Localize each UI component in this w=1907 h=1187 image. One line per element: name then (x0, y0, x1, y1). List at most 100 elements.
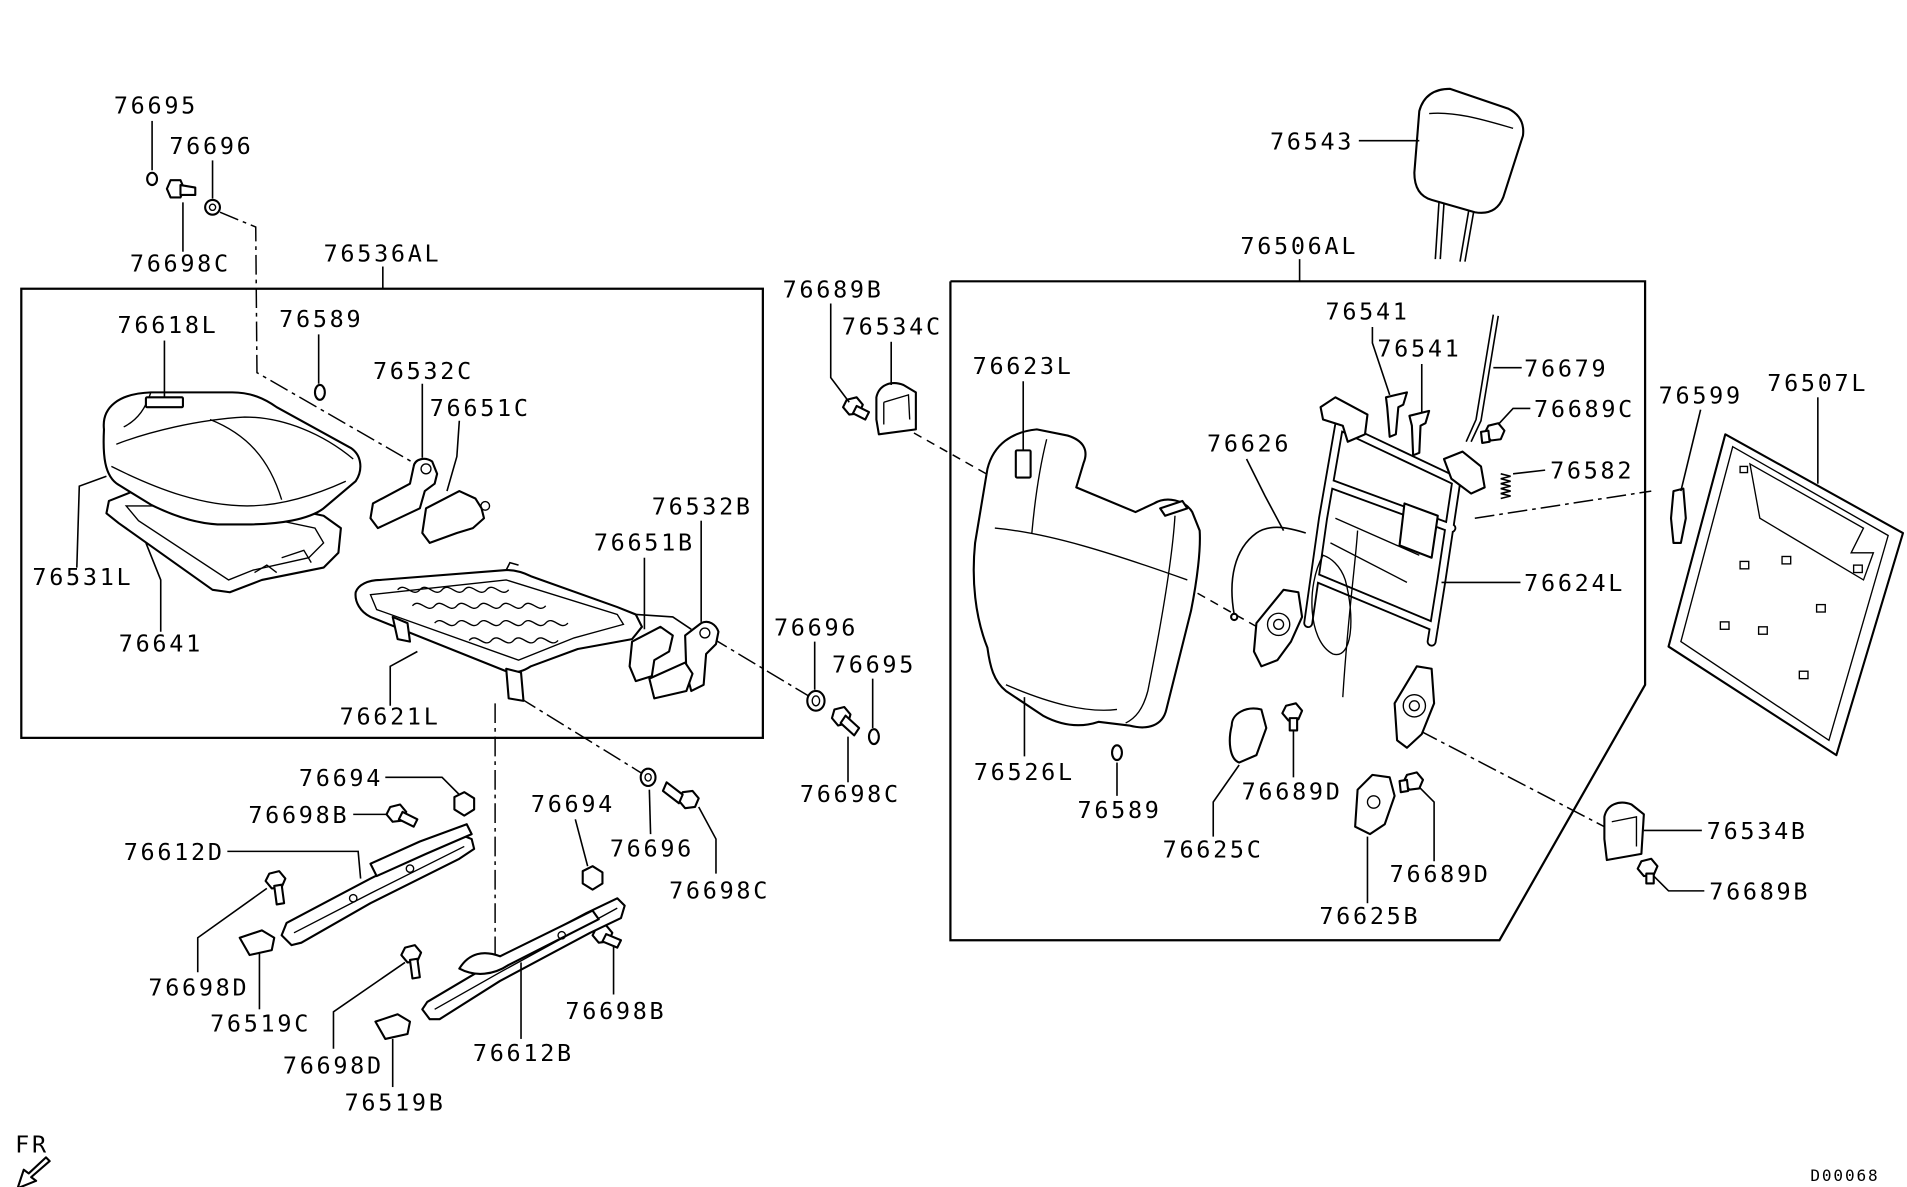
panel-clip (1781, 555, 1792, 565)
leader-line (1245, 458, 1285, 531)
rail-hole (557, 930, 567, 940)
centerline (709, 636, 809, 697)
bolt-76698C (830, 705, 861, 737)
leader-line (389, 650, 418, 706)
nut-hole (208, 203, 217, 212)
bolt-76698B (385, 803, 419, 828)
callout-label: 76624L (1524, 569, 1625, 597)
seatback-seam (1125, 515, 1176, 724)
bolt-shank (839, 714, 861, 737)
callout-label: 76695 (832, 650, 916, 678)
recliner-cover-76625B (1354, 773, 1396, 836)
callout-label: 76689D (1242, 778, 1343, 806)
cushion-seam (123, 392, 152, 428)
bolt-shank (661, 781, 684, 805)
leader-line (1418, 786, 1435, 862)
recliner-right (1393, 665, 1436, 749)
washer-76696 (639, 767, 657, 788)
callout-label: 76695 (114, 92, 198, 120)
bolt-76689C (1479, 422, 1506, 445)
bolt-shank (851, 404, 871, 421)
figure-code: D00068 (1810, 1166, 1879, 1185)
headrest-stay (1439, 203, 1445, 260)
headrest-stay (1459, 210, 1470, 262)
callout-label: 76698C (800, 780, 901, 808)
centerline (1474, 490, 1652, 519)
rod-76679 (1465, 314, 1495, 443)
callout-label: 76696 (610, 834, 694, 862)
cover-hole (1366, 795, 1381, 809)
nut-76696 (204, 198, 222, 216)
cushion-seam (111, 465, 347, 507)
callout-label: 76626 (1207, 430, 1291, 458)
leader-line (1371, 326, 1391, 396)
headrest-guide-76541 (1408, 409, 1431, 457)
washer-hole (644, 772, 652, 782)
panel-clip (1798, 670, 1809, 680)
leader-line (76, 475, 107, 568)
bolt-shank (1398, 778, 1410, 794)
centerline (518, 696, 645, 776)
leader-line (697, 806, 717, 874)
recliner-hub (1408, 700, 1420, 712)
callout-label: 76689C (1534, 395, 1635, 423)
callout-label: 76618L (118, 311, 219, 339)
headrest-stay (1434, 201, 1440, 260)
callout-label: 76532C (373, 357, 474, 385)
seat-spring (411, 602, 547, 609)
seat-spring (397, 586, 510, 593)
callout-label: 76651C (430, 394, 531, 422)
callout-label: 76698C (669, 876, 770, 904)
leader-line (574, 819, 589, 867)
plate-76519B (374, 1013, 412, 1040)
seat-frame-76621L (354, 569, 643, 674)
bolt-shank (408, 957, 421, 980)
leader-line (1653, 875, 1705, 892)
bolt-shank (1479, 429, 1491, 445)
panel-recess (1749, 462, 1875, 581)
headrest-guide-76541 (1384, 391, 1409, 438)
callout-label: 76519B (345, 1088, 446, 1116)
cushion-cover-tag-76618L (144, 396, 184, 409)
cover-hole (480, 500, 491, 511)
callout-label: 76532B (652, 493, 753, 521)
seat-back-assembly-box (949, 280, 1647, 942)
callout-label: 76534B (1707, 817, 1808, 845)
cover-76651C (421, 490, 486, 544)
callout-label: 76621L (340, 702, 441, 730)
seat-frame-leg (391, 615, 412, 643)
centerline (900, 425, 1262, 630)
rail-inner (293, 845, 465, 934)
callout-label: 76651B (594, 528, 695, 556)
rail-hole (348, 893, 358, 903)
centerline (1418, 729, 1605, 828)
bolt-76698D (400, 944, 423, 980)
headrest-guide-hole (1159, 499, 1189, 517)
leader-line (145, 542, 162, 632)
seat-frame-inner (369, 579, 625, 661)
centerline (219, 211, 421, 468)
frame-top-bracket (1442, 450, 1486, 495)
cover-detail (883, 393, 911, 425)
recliner-cover-76625C (1228, 707, 1268, 764)
cable-76626 (1231, 526, 1307, 615)
leader-line (1497, 407, 1531, 426)
frame-top-bracket (1319, 396, 1369, 443)
callout-label: 76612D (124, 838, 225, 866)
seat-frame-arm (635, 613, 692, 630)
leader-lines (76, 120, 1819, 1088)
cushion-seam (209, 418, 283, 500)
panel-clip (1852, 564, 1863, 574)
callout-label: 76541 (1326, 298, 1410, 326)
clip-76599 (1669, 487, 1687, 544)
callout-label: 76599 (1659, 381, 1743, 409)
leader-line (385, 776, 460, 796)
callout-label: 76641 (119, 629, 203, 657)
bolt-76698C (661, 781, 700, 810)
callout-label: 76694 (531, 790, 615, 818)
bolt-shank (601, 933, 623, 949)
panel-clip (1739, 560, 1750, 570)
rail-plate (458, 909, 600, 975)
cover-76534B (1603, 801, 1645, 862)
callout-label: 76589 (279, 305, 363, 333)
